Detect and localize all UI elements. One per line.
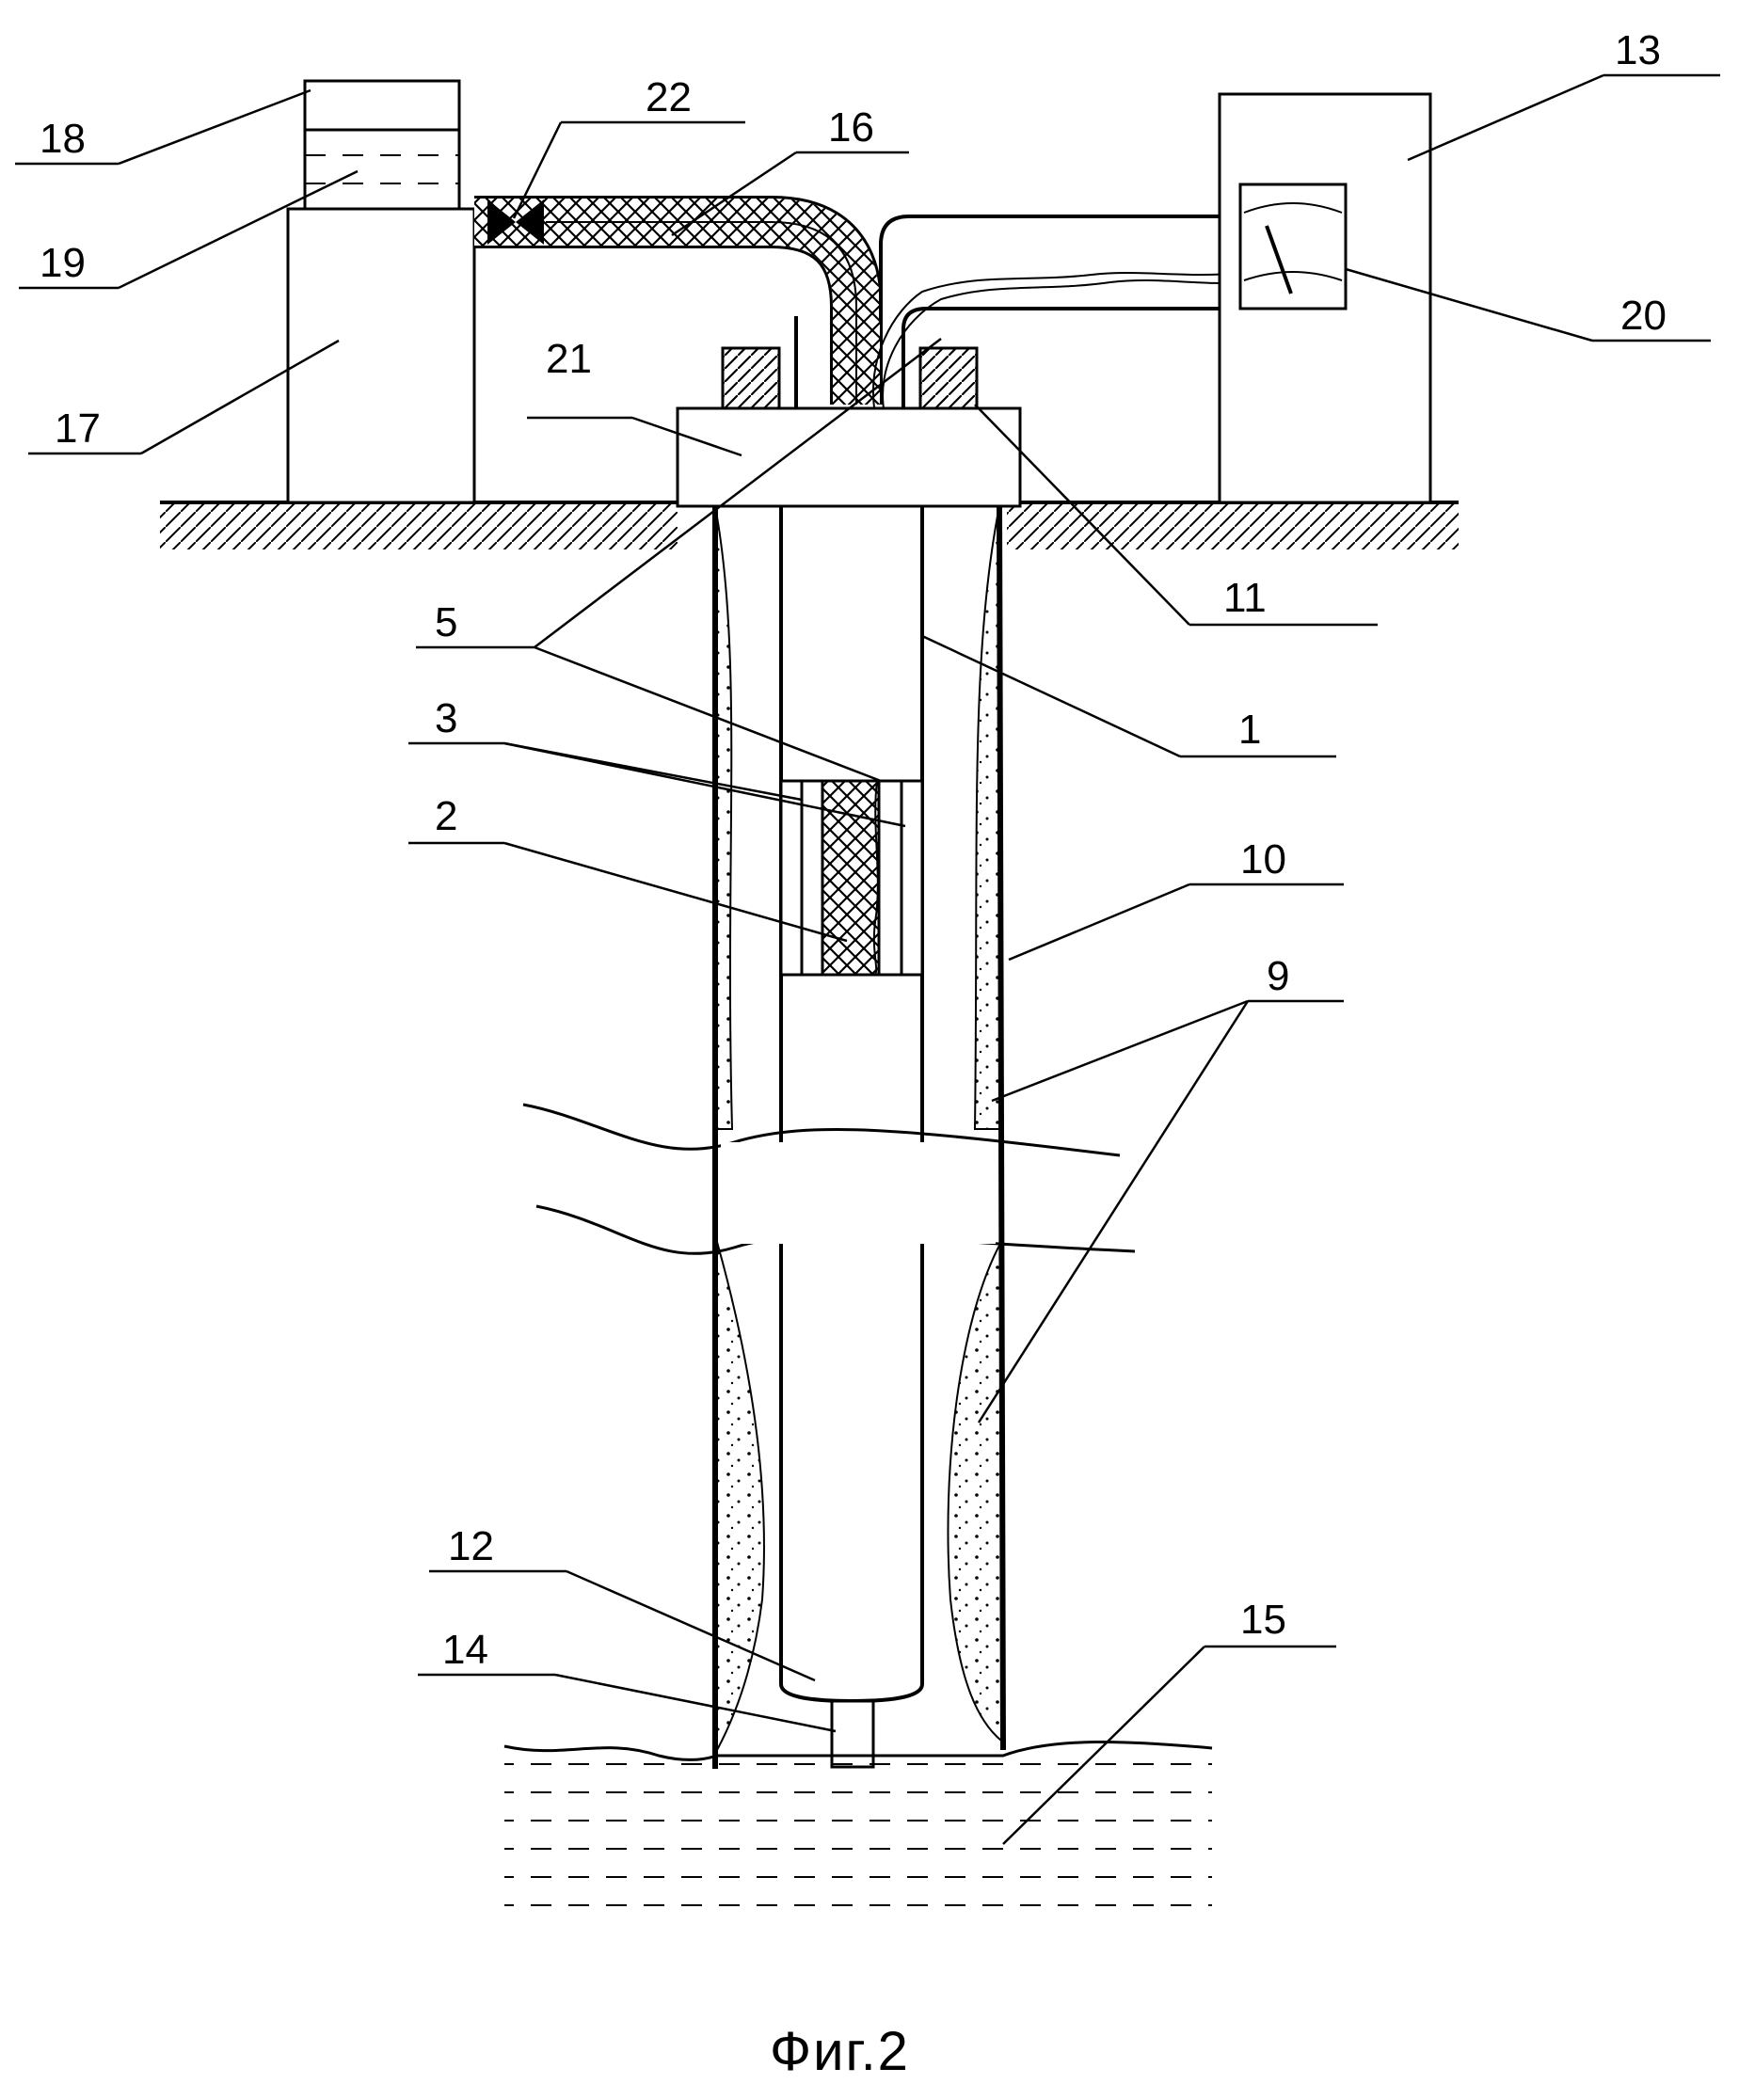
figure-caption: Фиг.2: [770, 2021, 910, 2082]
label-19: 19: [40, 240, 86, 286]
label-1: 1: [1238, 707, 1261, 753]
liquid-19: [305, 130, 459, 209]
pipe-bottom-12: [781, 1684, 922, 1701]
label-2: 2: [435, 793, 457, 839]
sand-fill-9-left-upper: [715, 506, 732, 1129]
seal-11-right: [920, 348, 977, 408]
label-10: 10: [1240, 836, 1286, 883]
label-14: 14: [442, 1627, 488, 1673]
label-18: 18: [40, 116, 86, 162]
label-20: 20: [1620, 293, 1667, 339]
tank-17: [288, 209, 474, 502]
label-5: 5: [435, 599, 457, 645]
label-21: 21: [546, 336, 592, 382]
label-12: 12: [448, 1523, 494, 1569]
label-3: 3: [435, 695, 457, 741]
label-15: 15: [1240, 1597, 1286, 1643]
label-9: 9: [1267, 953, 1289, 999]
sand-fill-9-right-upper: [975, 506, 1001, 1129]
label-13: 13: [1615, 27, 1661, 73]
hose-16: [474, 222, 856, 405]
break-gap: [721, 1142, 996, 1244]
sand-fill-9-right-lower: [948, 1242, 1001, 1741]
fluid-15: [504, 1759, 1212, 1927]
label-22: 22: [646, 74, 692, 120]
wellhead-flange-21: [678, 408, 1020, 506]
label-16: 16: [828, 104, 874, 151]
seal-11-left: [723, 348, 779, 408]
sand-fill-9-left-lower: [717, 1242, 764, 1750]
label-17: 17: [55, 406, 101, 452]
label-11: 11: [1223, 575, 1267, 621]
